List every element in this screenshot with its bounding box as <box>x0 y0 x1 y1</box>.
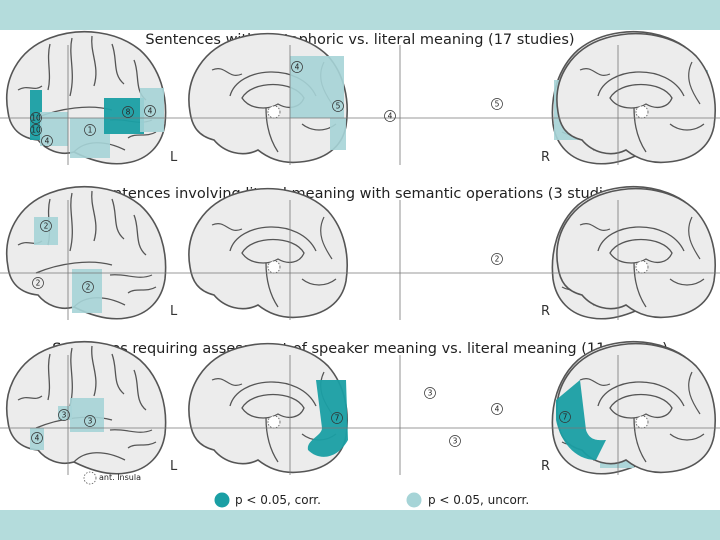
study-count-circle <box>144 105 156 117</box>
study-count-circle <box>32 277 44 289</box>
top-banner <box>0 0 720 30</box>
study-count-circle <box>424 387 436 399</box>
hemi-right-2: R <box>541 304 551 319</box>
study-count-circle <box>491 98 503 110</box>
legend-uncorrected: p < 0.05, uncorr. <box>428 493 530 507</box>
study-count-circle <box>41 135 53 147</box>
hemi-right-1: R <box>541 150 551 165</box>
study-count-label: 3 <box>62 411 67 420</box>
study-count-circle <box>331 412 343 424</box>
study-count-label: 1 <box>88 126 93 135</box>
study-count-label: 2 <box>86 283 91 292</box>
bottom-banner <box>0 510 720 540</box>
study-count-circle <box>84 415 96 427</box>
study-count-label: 7 <box>335 414 340 423</box>
study-count-circle <box>30 124 42 136</box>
study-count-circle <box>82 281 94 293</box>
study-count-label: 8 <box>126 108 131 117</box>
study-count-label: 2 <box>495 255 500 264</box>
study-count-label: 4 <box>35 434 40 443</box>
study-count-circle <box>84 124 96 136</box>
title-speaker: Sentences requiring assessment of speake… <box>52 341 668 357</box>
study-count-circle <box>30 112 42 124</box>
hemi-left-2: L <box>170 304 178 319</box>
study-count-label: 4 <box>495 405 500 414</box>
study-count-circle <box>291 61 303 73</box>
legend-corrected: p < 0.05, corr. <box>235 493 321 507</box>
study-count-label: 2 <box>44 222 49 231</box>
corr-swatch <box>214 492 230 508</box>
study-count-label: 3 <box>428 389 433 398</box>
study-count-circle <box>491 253 503 265</box>
study-count-label: 5 <box>495 100 500 109</box>
study-count-circle <box>40 220 52 232</box>
study-count-label: 4 <box>45 137 50 146</box>
study-count-label: 4 <box>148 107 153 116</box>
study-count-circle <box>58 409 70 421</box>
study-count-label: 3 <box>88 417 93 426</box>
hemi-right-3: R <box>541 459 551 474</box>
study-count-label: 4 <box>295 63 300 72</box>
study-count-label: 3 <box>453 437 458 446</box>
hemi-left-3: L <box>170 459 178 474</box>
study-count-label: 7 <box>563 413 568 422</box>
study-count-label: 5 <box>336 102 341 111</box>
legend-insula: ant. Insula <box>99 473 141 482</box>
study-count-circle <box>559 411 571 423</box>
uncorr-swatch <box>406 492 422 508</box>
study-count-circle <box>449 435 461 447</box>
study-count-circle <box>491 403 503 415</box>
hemi-left-1: L <box>170 150 178 165</box>
study-count-label: 10 <box>31 114 41 123</box>
study-count-label: 10 <box>31 126 41 135</box>
study-count-label: 2 <box>36 279 41 288</box>
study-count-circle <box>332 100 344 112</box>
insula-symbol <box>83 471 97 485</box>
study-count-circle <box>122 106 134 118</box>
study-count-circle <box>384 110 396 122</box>
study-count-circle <box>31 432 43 444</box>
study-count-label: 4 <box>388 112 393 121</box>
